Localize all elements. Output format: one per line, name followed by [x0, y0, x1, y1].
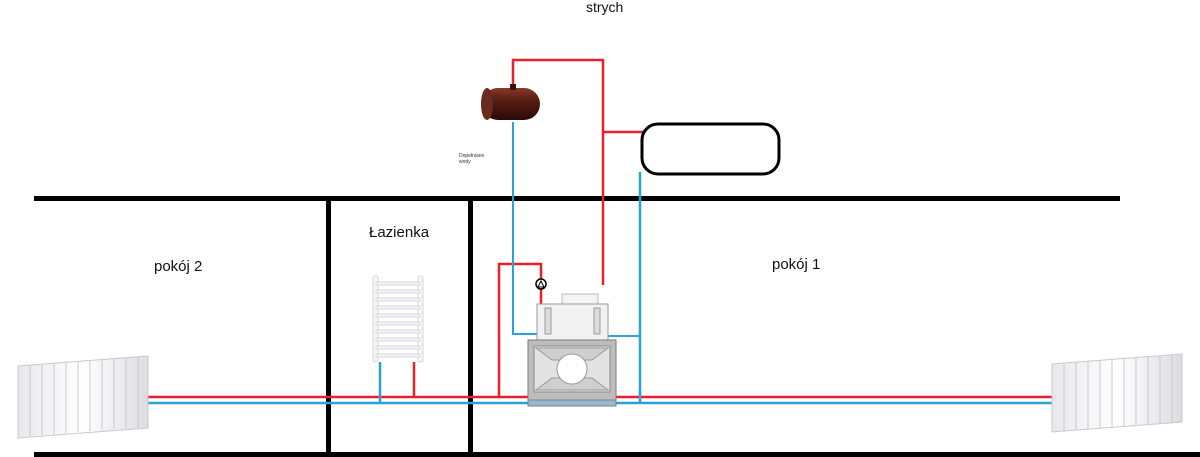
pump-supply-pipe	[497, 262, 543, 397]
floor-line	[34, 452, 1200, 457]
refill-label-line1: Dopełniane	[459, 153, 485, 159]
room2-label: pokój 2	[154, 258, 203, 275]
refill-pipe	[512, 122, 537, 335]
pump-icon	[535, 278, 547, 290]
attic-supply-pipe	[511, 58, 605, 285]
wall-left	[326, 198, 331, 455]
fireplace-boiler	[527, 293, 617, 407]
radiator-right	[1051, 353, 1183, 433]
refill-label-line2: wody	[459, 159, 471, 165]
attic-label: strych	[586, 0, 624, 15]
room1-label: pokój 1	[772, 256, 821, 273]
refill-label: Dopełniane wody	[459, 153, 499, 165]
wall-right	[468, 198, 473, 455]
ceiling-line	[34, 196, 1120, 201]
bathroom-label: Łazienka	[369, 224, 430, 241]
towel-rail	[372, 275, 424, 363]
expansion-tank	[481, 84, 540, 120]
buffer-vessel	[640, 122, 781, 176]
radiator-left	[17, 355, 149, 439]
